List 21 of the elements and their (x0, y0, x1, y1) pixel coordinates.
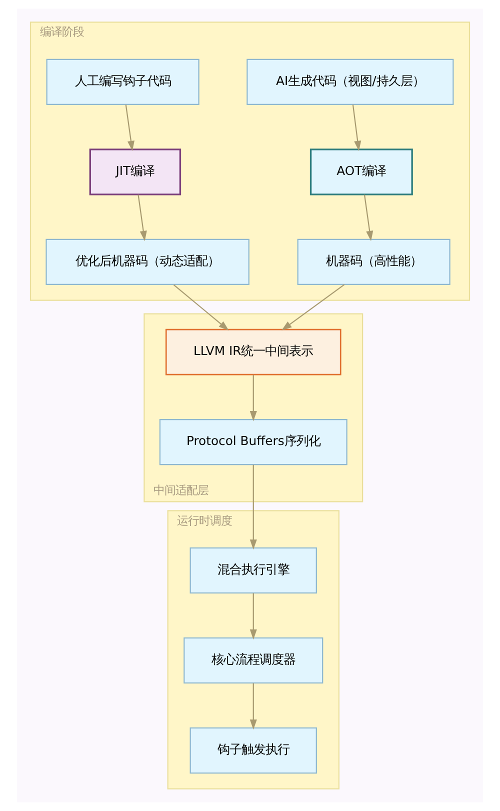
node-box: 核心流程调度器 (184, 637, 324, 684)
arrow (125, 104, 134, 152)
node-box: AI生成代码（视图/持久层） (246, 58, 454, 105)
arrow (173, 284, 229, 331)
node-box: LLVM IR统一中间表示 (165, 328, 342, 376)
arrow (250, 593, 257, 640)
arrow (250, 683, 257, 730)
arrow (250, 464, 257, 550)
node-box: AOT编译 (310, 148, 413, 196)
node-box: JIT编译 (89, 148, 182, 196)
node-box: Protocol Buffers序列化 (159, 419, 348, 466)
arrow (250, 374, 257, 422)
arrow (138, 194, 147, 242)
node-box: 混合执行引擎 (190, 547, 317, 594)
arrow (364, 194, 374, 242)
arrow (352, 104, 362, 152)
node-box: 钩子触发执行 (190, 727, 317, 774)
node-box: 人工编写钩子代码 (46, 58, 200, 105)
arrow (282, 284, 345, 330)
node-box: 机器码（高性能） (297, 238, 450, 286)
node-box: 优化后机器码（动态适配） (46, 238, 250, 286)
